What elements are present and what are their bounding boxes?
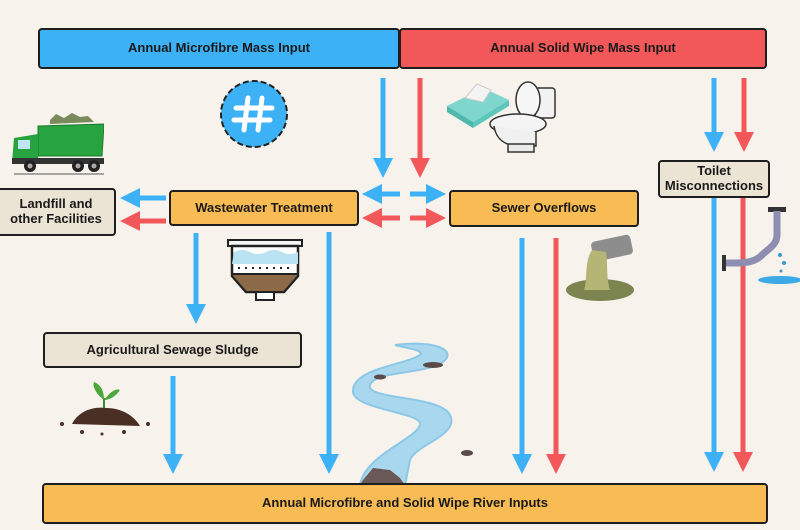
agricultural-sludge-label: Agricultural Sewage Sludge xyxy=(86,341,259,357)
wipe-input-box: Annual Solid Wipe Mass Input xyxy=(399,28,767,69)
river-inputs-label: Annual Microfibre and Solid Wipe River I… xyxy=(262,495,548,511)
toilet-misconnections-label: Toilet Misconnections xyxy=(664,163,764,193)
garbage-truck-icon xyxy=(12,113,104,175)
agricultural-sludge-box: Agricultural Sewage Sludge xyxy=(43,332,302,368)
sewer-overflows-box: Sewer Overflows xyxy=(449,190,639,227)
toilet-icon xyxy=(489,81,556,153)
wastewater-treatment-box: Wastewater Treatment xyxy=(169,190,359,226)
overflow-pipe-icon xyxy=(566,234,634,301)
landfill-box: Landfill and other Facilities xyxy=(0,188,116,236)
plant-soil-icon xyxy=(60,382,150,436)
microfibre-input-label: Annual Microfibre Mass Input xyxy=(127,40,310,56)
sewer-overflows-label: Sewer Overflows xyxy=(491,200,597,216)
leaking-pipe-icon xyxy=(722,207,800,284)
filter-tank-icon xyxy=(227,239,303,301)
wipe-input-label: Annual Solid Wipe Mass Input xyxy=(490,40,676,56)
river-icon xyxy=(352,342,473,485)
river-inputs-box: Annual Microfibre and Solid Wipe River I… xyxy=(42,483,768,524)
wastewater-treatment-label: Wastewater Treatment xyxy=(195,199,333,215)
toilet-misconnections-box: Toilet Misconnections xyxy=(658,160,770,198)
wet-wipes-icon xyxy=(447,83,509,128)
hashtag-icon xyxy=(220,80,288,148)
microfibre-input-box: Annual Microfibre Mass Input xyxy=(38,28,400,69)
landfill-label: Landfill and other Facilities xyxy=(10,196,102,226)
